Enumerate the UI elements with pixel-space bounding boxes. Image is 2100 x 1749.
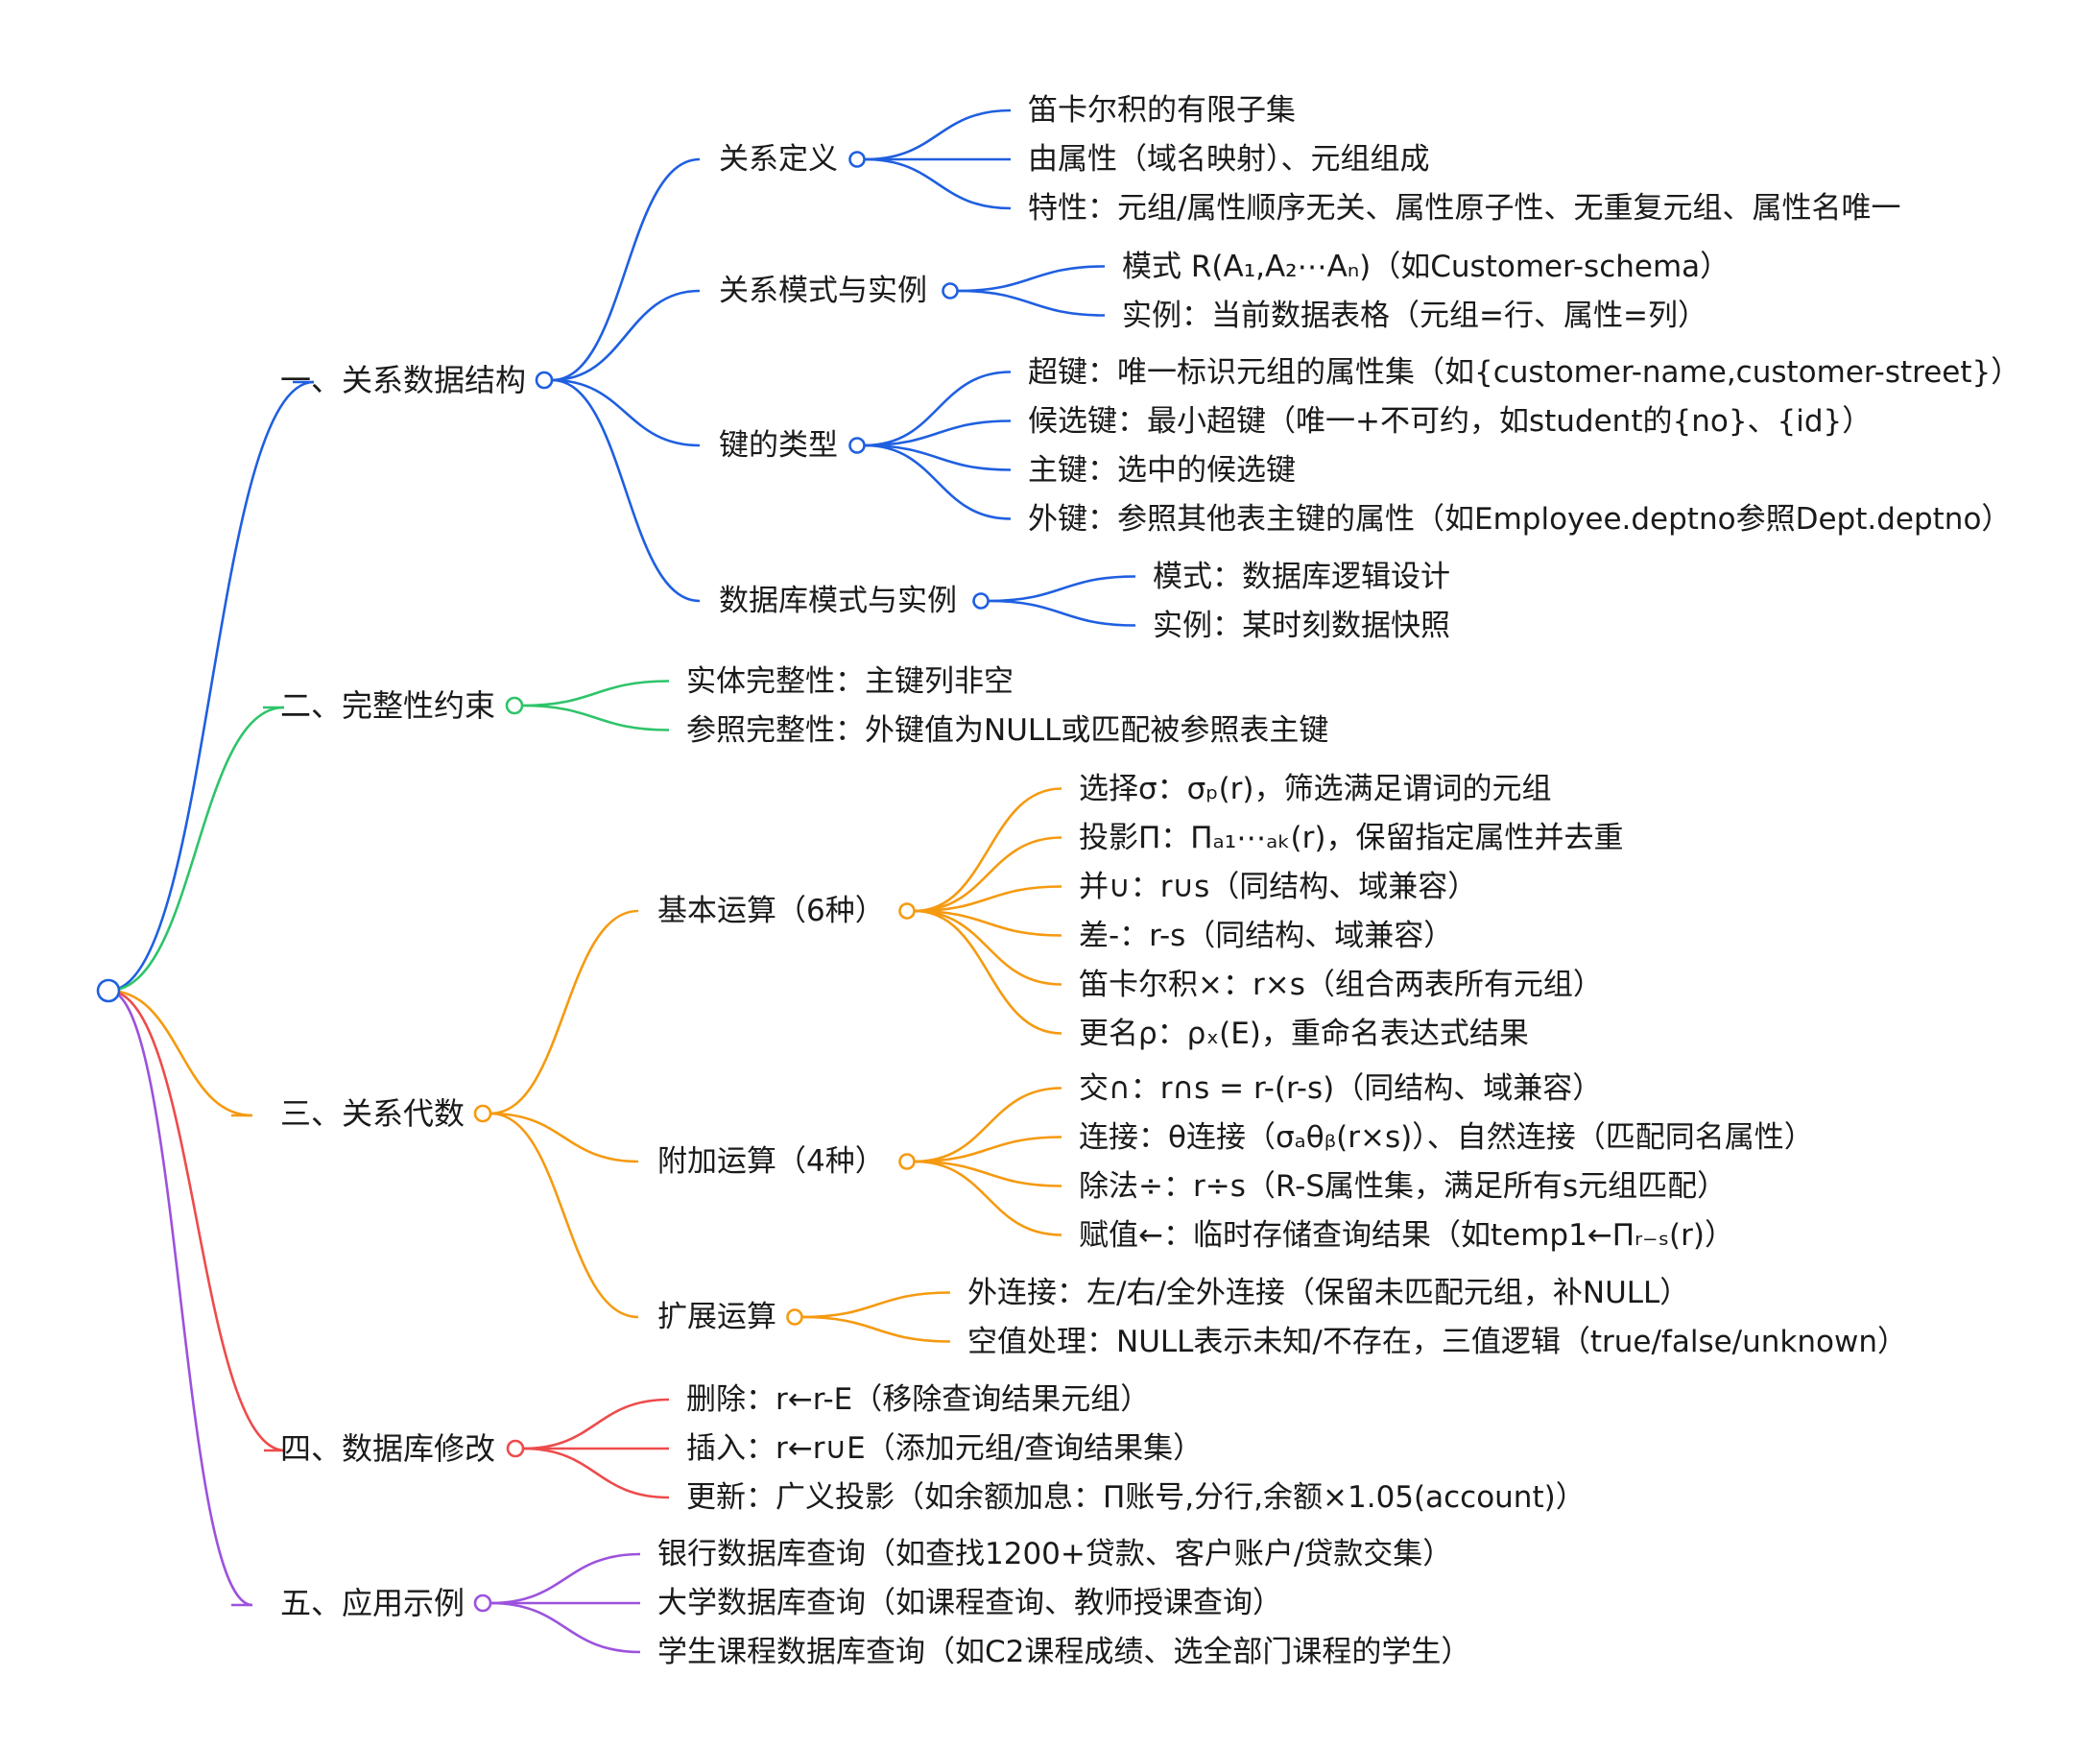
branch-4-to-leaf-1	[522, 1398, 670, 1450]
topic-node-1-1[interactable]	[848, 151, 866, 168]
topic-3-1-to-leaf-3	[914, 885, 1062, 913]
leaf-1-1-1: 笛卡尔积的有限子集	[1028, 93, 1296, 128]
leaf-4-3: 更新：广义投影（如余额加息：Π账号,分行,余额×1.05(account)）	[686, 1480, 1586, 1515]
leaf-1-3-3: 主键：选中的候选键	[1028, 452, 1296, 488]
topic-3-3-to-leaf-1	[801, 1291, 951, 1319]
topic-3-1-to-leaf-5	[914, 909, 1062, 986]
topic-3-1-to-leaf-1	[914, 787, 1062, 913]
leaf-3-1-3: 并∪：r∪s（同结构、域兼容）	[1079, 869, 1478, 904]
branch-2-to-leaf-1	[521, 680, 670, 707]
topic-1-4-to-leaf-1	[988, 575, 1136, 603]
leaf-3-1-4: 差-：r-s（同结构、域兼容）	[1079, 918, 1454, 953]
topic-3-1-to-leaf-2	[914, 836, 1062, 913]
branch-1-to-topic-2	[551, 289, 701, 382]
branch-2-to-leaf-2	[521, 704, 670, 731]
topic-1-3-to-leaf-3	[864, 443, 1012, 471]
root-to-branch-5	[107, 989, 253, 1607]
leaf-1-2-2: 实例：当前数据表格（元组=行、属性=列）	[1122, 298, 1707, 333]
topic-1-3: 键的类型	[719, 428, 838, 463]
root-to-branch-3	[107, 989, 253, 1117]
leaf-3-1-6: 更名ρ：ρₓ(E)，重命名表达式结果	[1079, 1016, 1529, 1051]
branch-node-1[interactable]	[535, 371, 554, 390]
leaf-1-4-1: 模式：数据库逻辑设计	[1153, 559, 1450, 594]
topic-3-1-to-leaf-6	[914, 909, 1062, 1035]
branch-1-to-topic-4	[551, 378, 701, 603]
leaf-3-2-2: 连接：θ连接（σₐθᵦ(r×s)）、自然连接（匹配同名属性）	[1079, 1119, 1814, 1155]
branch-2-title: 二、完整性约束	[280, 687, 496, 724]
topic-node-1-4[interactable]	[972, 592, 990, 610]
topic-3-2-to-leaf-1	[914, 1087, 1062, 1163]
branch-node-2[interactable]	[505, 696, 524, 715]
leaf-3-2-1: 交∩：r∩s = r-(r-s)（同结构、域兼容）	[1079, 1070, 1603, 1106]
leaf-3-2-3: 除法÷：r÷s（R-S属性集，满足所有s元组匹配）	[1079, 1168, 1728, 1204]
topic-node-3-1[interactable]	[898, 902, 916, 920]
topic-node-1-2[interactable]	[942, 282, 959, 299]
branch-3-to-topic-1	[489, 909, 639, 1115]
topic-1-3-to-leaf-2	[864, 419, 1012, 447]
topic-3-2-to-leaf-2	[914, 1136, 1062, 1163]
leaf-3-3-2: 空值处理：NULL表示未知/不存在，三值逻辑（true/false/unknow…	[967, 1324, 1907, 1359]
branch-3-to-topic-3	[489, 1112, 639, 1319]
branch-node-5[interactable]	[473, 1593, 492, 1613]
leaf-1-2-1: 模式 R(A₁,A₂⋯Aₙ)（如Customer-schema）	[1122, 249, 1730, 284]
topic-1-4: 数据库模式与实例	[719, 584, 957, 618]
leaf-1-3-2: 候选键：最小超键（唯一+不可约，如student的{no}、{id}）	[1028, 403, 1873, 439]
topic-3-2: 附加运算（4种）	[657, 1144, 885, 1179]
leaf-1-3-1: 超键：唯一标识元组的属性集（如{customer-name,customer-s…	[1028, 354, 2021, 390]
branch-1-to-topic-3	[551, 378, 701, 447]
topic-3-3: 扩展运算	[657, 1300, 776, 1334]
leaf-4-1: 删除：r←r-E（移除查询结果元组）	[686, 1382, 1151, 1417]
topic-1-1-to-leaf-3	[864, 157, 1012, 210]
root-to-branch-4	[107, 989, 286, 1452]
topic-1-2-to-leaf-1	[957, 265, 1106, 293]
branch-4-to-leaf-3	[522, 1447, 670, 1499]
leaf-3-1-1: 选择σ：σₚ(r)，筛选满足谓词的元组	[1079, 771, 1552, 806]
branch-5-to-leaf-3	[489, 1601, 641, 1654]
branch-node-4[interactable]	[506, 1439, 525, 1458]
branch-4-title: 四、数据库修改	[280, 1430, 496, 1467]
topic-1-2: 关系模式与实例	[719, 274, 927, 308]
topic-1-1-to-leaf-1	[864, 108, 1012, 161]
leaf-4-2: 插入：r←r∪E（添加元组/查询结果集）	[686, 1431, 1204, 1466]
topic-node-1-3[interactable]	[848, 437, 866, 454]
leaf-5-2: 大学数据库查询（如课程查询、教师授课查询）	[657, 1586, 1282, 1620]
topic-1-3-to-leaf-4	[864, 443, 1012, 520]
branch-node-3[interactable]	[473, 1104, 492, 1123]
branch-1-to-topic-1	[551, 157, 701, 382]
root-to-branch-1	[107, 380, 315, 993]
leaf-3-2-4: 赋值←：临时存储查询结果（如temp1←Πᵣ₋ₛ(r)）	[1079, 1217, 1734, 1253]
leaf-3-3-1: 外连接：左/右/全外连接（保留未匹配元组，补NULL）	[967, 1275, 1690, 1310]
topic-1-4-to-leaf-2	[988, 599, 1136, 627]
topic-1-1: 关系定义	[719, 142, 838, 177]
branch-3-title: 三、关系代数	[280, 1095, 465, 1132]
topic-node-3-2[interactable]	[898, 1153, 916, 1170]
topic-3-1: 基本运算（6种）	[657, 894, 885, 928]
branch-5-to-leaf-1	[489, 1552, 641, 1605]
topic-3-2-to-leaf-3	[914, 1160, 1062, 1187]
root-node[interactable]	[96, 978, 121, 1003]
root-to-branch-2	[107, 706, 285, 993]
leaf-3-1-2: 投影Π：Πₐ₁⋯ₐₖ(r)，保留指定属性并去重	[1079, 820, 1624, 855]
topic-node-3-3[interactable]	[786, 1308, 803, 1326]
leaf-1-4-2: 实例：某时刻数据快照	[1153, 608, 1450, 643]
topic-3-1-to-leaf-4	[914, 909, 1062, 937]
leaf-1-3-4: 外键：参照其他表主键的属性（如Employee.deptno参照Dept.dep…	[1028, 501, 2012, 537]
topic-1-3-to-leaf-1	[864, 371, 1012, 447]
leaf-1-1-3: 特性：元组/属性顺序无关、属性原子性、无重复元组、属性名唯一	[1028, 191, 1901, 226]
branch-1-title: 一、关系数据结构	[280, 362, 527, 398]
topic-3-3-to-leaf-2	[801, 1315, 951, 1343]
leaf-5-1: 银行数据库查询（如查找1200+贷款、客户账户/贷款交集）	[657, 1537, 1453, 1571]
topic-3-2-to-leaf-4	[914, 1160, 1062, 1236]
leaf-5-3: 学生课程数据库查询（如C2课程成绩、选全部门课程的学生）	[657, 1635, 1471, 1669]
leaf-1-1-2: 由属性（域名映射）、元组组成	[1028, 142, 1430, 177]
leaf-2-1: 实体完整性：主键列非空	[686, 663, 1014, 699]
topic-1-2-to-leaf-2	[957, 289, 1106, 317]
branch-5-title: 五、应用示例	[280, 1585, 465, 1621]
leaf-2-2: 参照完整性：外键值为NULL或匹配被参照表主键	[686, 712, 1329, 748]
branch-3-to-topic-2	[489, 1112, 639, 1163]
leaf-3-1-5: 笛卡尔积×：r×s（组合两表所有元组）	[1079, 967, 1603, 1002]
